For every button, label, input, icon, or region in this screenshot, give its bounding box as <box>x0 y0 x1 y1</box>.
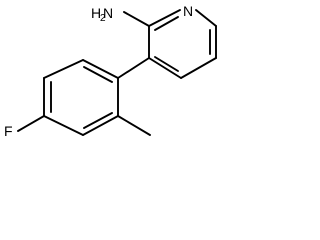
bond-p5-p6-inner <box>83 112 113 129</box>
bond-fluorine <box>17 115 45 132</box>
pyridine-ring <box>148 9 217 79</box>
amine-n-label: N <box>103 5 113 21</box>
bond-c4-c3-inner <box>154 56 179 72</box>
bond-p4-p5 <box>43 115 84 136</box>
chemical-structure-diagram: N H 2 N F <box>4 3 217 139</box>
bond-p5-p6 <box>82 115 119 136</box>
bond-n1-c6 <box>195 9 217 27</box>
bond-methyl <box>117 115 151 136</box>
bond-p2-p3 <box>43 59 84 79</box>
ring-n-label: N <box>183 3 193 19</box>
bond-c4-c3 <box>148 57 182 79</box>
bond-c2-amine <box>123 11 150 27</box>
bond-p1-p2-inner <box>83 66 113 83</box>
bond-c2-n1 <box>148 9 181 27</box>
bond-biaryl <box>117 57 150 79</box>
bond-p1-p2 <box>82 59 119 79</box>
bond-c2-n1-inner <box>154 16 179 31</box>
fluorine-label: F <box>4 123 13 139</box>
amine-h-label: H <box>91 5 101 21</box>
amine-h-count-label: 2 <box>100 13 106 24</box>
phenyl-ring <box>43 59 119 136</box>
bond-c5-c4 <box>180 57 217 79</box>
